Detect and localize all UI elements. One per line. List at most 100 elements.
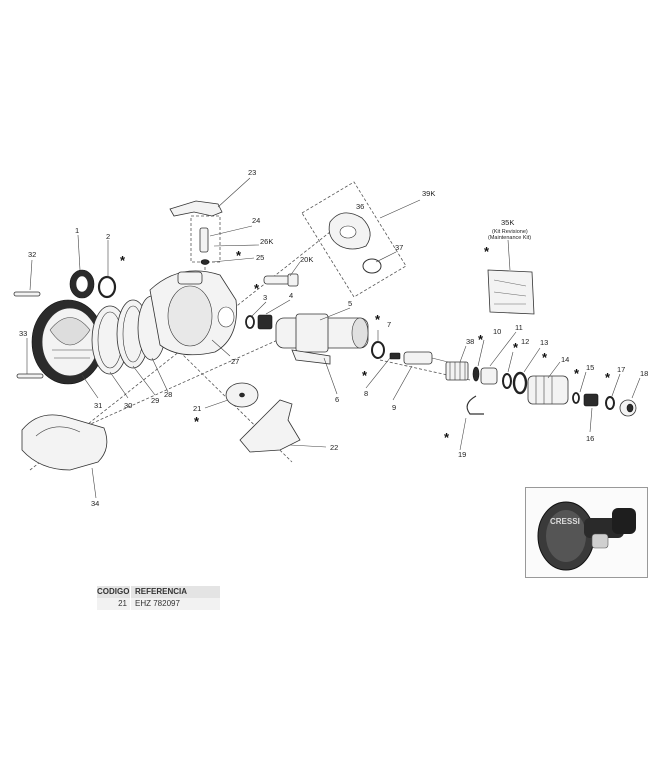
valve-kit-box: [190, 215, 221, 263]
nut-4: [257, 314, 273, 330]
washer-10: [472, 366, 480, 382]
washer-21: [225, 382, 259, 408]
star-marker: *: [444, 430, 450, 445]
label-31: 31: [94, 401, 102, 410]
label-39k: 39K: [422, 189, 435, 198]
bushing-11: [480, 367, 498, 385]
oring-7: [371, 341, 385, 359]
oring-17: [605, 396, 615, 410]
label-30: 30: [124, 401, 132, 410]
label-32: 32: [28, 250, 36, 259]
label-36: 36: [356, 202, 364, 211]
label-35k: 35K: [501, 218, 514, 227]
label-2: 2: [106, 232, 110, 241]
oring-2: [97, 275, 117, 299]
star-marker: *: [254, 281, 260, 296]
star-marker: *: [478, 332, 484, 347]
label-27: 27: [231, 357, 239, 366]
label-23: 23: [248, 168, 256, 177]
star-marker: *: [484, 244, 490, 259]
mouthpiece-36: [328, 212, 371, 250]
spring-38: [445, 361, 469, 381]
label-10: 10: [493, 327, 501, 336]
ring-1: [69, 269, 95, 299]
star-marker: *: [574, 366, 580, 381]
label-9: 9: [392, 403, 396, 412]
star-marker: *: [375, 312, 381, 327]
oring-12: [502, 373, 512, 389]
label-21: 21: [193, 404, 201, 413]
part-labels: 1 2 32 33 31 30 29 28 27 23 24 26K 25 20…: [19, 168, 648, 508]
oring-15: [572, 392, 580, 404]
pin-8: [389, 352, 401, 360]
bracket-22: [239, 399, 301, 453]
mouthpiece-kit-box: [301, 181, 407, 298]
label-20k: 20K: [300, 255, 313, 264]
lever-6: [291, 349, 331, 365]
kit-note-line2: (Maintenance Kit): [488, 235, 531, 241]
label-24: 24: [252, 216, 260, 225]
poppet-9: [403, 351, 449, 365]
label-29: 29: [151, 396, 159, 405]
knob-14: [527, 375, 569, 405]
reference-table-header: CODIGO REFERENCIA: [97, 586, 220, 598]
ring-25: [200, 259, 210, 265]
row-code: 21: [97, 598, 131, 610]
row-reference: EHZ 782097: [135, 599, 180, 608]
exhaust-tee-23: [169, 200, 223, 217]
label-37: 37: [395, 243, 403, 252]
label-38: 38: [466, 337, 474, 346]
tube-5: [275, 313, 369, 353]
main-body-27: [149, 270, 237, 356]
label-13: 13: [540, 338, 548, 347]
star-marker: *: [194, 414, 200, 429]
pin-32: [13, 291, 41, 297]
table-row: 21 EHZ 782097: [97, 598, 220, 610]
pin-33: [16, 373, 44, 379]
label-26k: 26K: [260, 237, 273, 246]
oring-13: [512, 371, 528, 395]
screw-16: [583, 393, 599, 407]
product-photo: CRESSI: [525, 487, 648, 578]
label-3: 3: [263, 293, 267, 302]
star-marker: *: [513, 340, 519, 355]
kit-markers: * * * * * * * * * * * * *: [120, 244, 611, 445]
label-5: 5: [348, 299, 352, 308]
maintenance-kit-bag-35k: [487, 269, 535, 315]
label-16: 16: [586, 434, 594, 443]
clip-19: [466, 395, 484, 415]
label-7: 7: [387, 320, 391, 329]
star-marker: *: [605, 370, 611, 385]
leader-lines: [26, 177, 641, 499]
hose-fitting-20k: [263, 273, 299, 287]
cap-18: [619, 399, 637, 417]
oring-3: [245, 315, 255, 329]
header-reference: REFERENCIA: [135, 587, 188, 596]
reference-table: CODIGO REFERENCIA 21 EHZ 782097: [97, 586, 220, 610]
star-marker: *: [542, 350, 548, 365]
label-34: 34: [91, 499, 99, 508]
star-marker: *: [120, 253, 126, 268]
label-11: 11: [515, 323, 523, 332]
label-12: 12: [521, 337, 529, 346]
star-marker: *: [236, 248, 242, 263]
label-33: 33: [19, 329, 27, 338]
sleeve-34: [21, 414, 108, 471]
label-18: 18: [640, 369, 648, 378]
label-19: 19: [458, 450, 466, 459]
label-25: 25: [256, 253, 264, 262]
label-4: 4: [289, 291, 293, 300]
tie-wrap-37: [362, 258, 382, 274]
star-marker: *: [362, 368, 368, 383]
label-17: 17: [617, 365, 625, 374]
label-6: 6: [335, 395, 339, 404]
label-14: 14: [561, 355, 569, 364]
photo-brand-text: CRESSI: [550, 517, 580, 526]
label-8: 8: [364, 389, 368, 398]
stem-24: [199, 227, 209, 253]
header-code: CODIGO: [97, 586, 131, 598]
label-1: 1: [75, 226, 79, 235]
label-15: 15: [586, 363, 594, 372]
label-22: 22: [330, 443, 338, 452]
